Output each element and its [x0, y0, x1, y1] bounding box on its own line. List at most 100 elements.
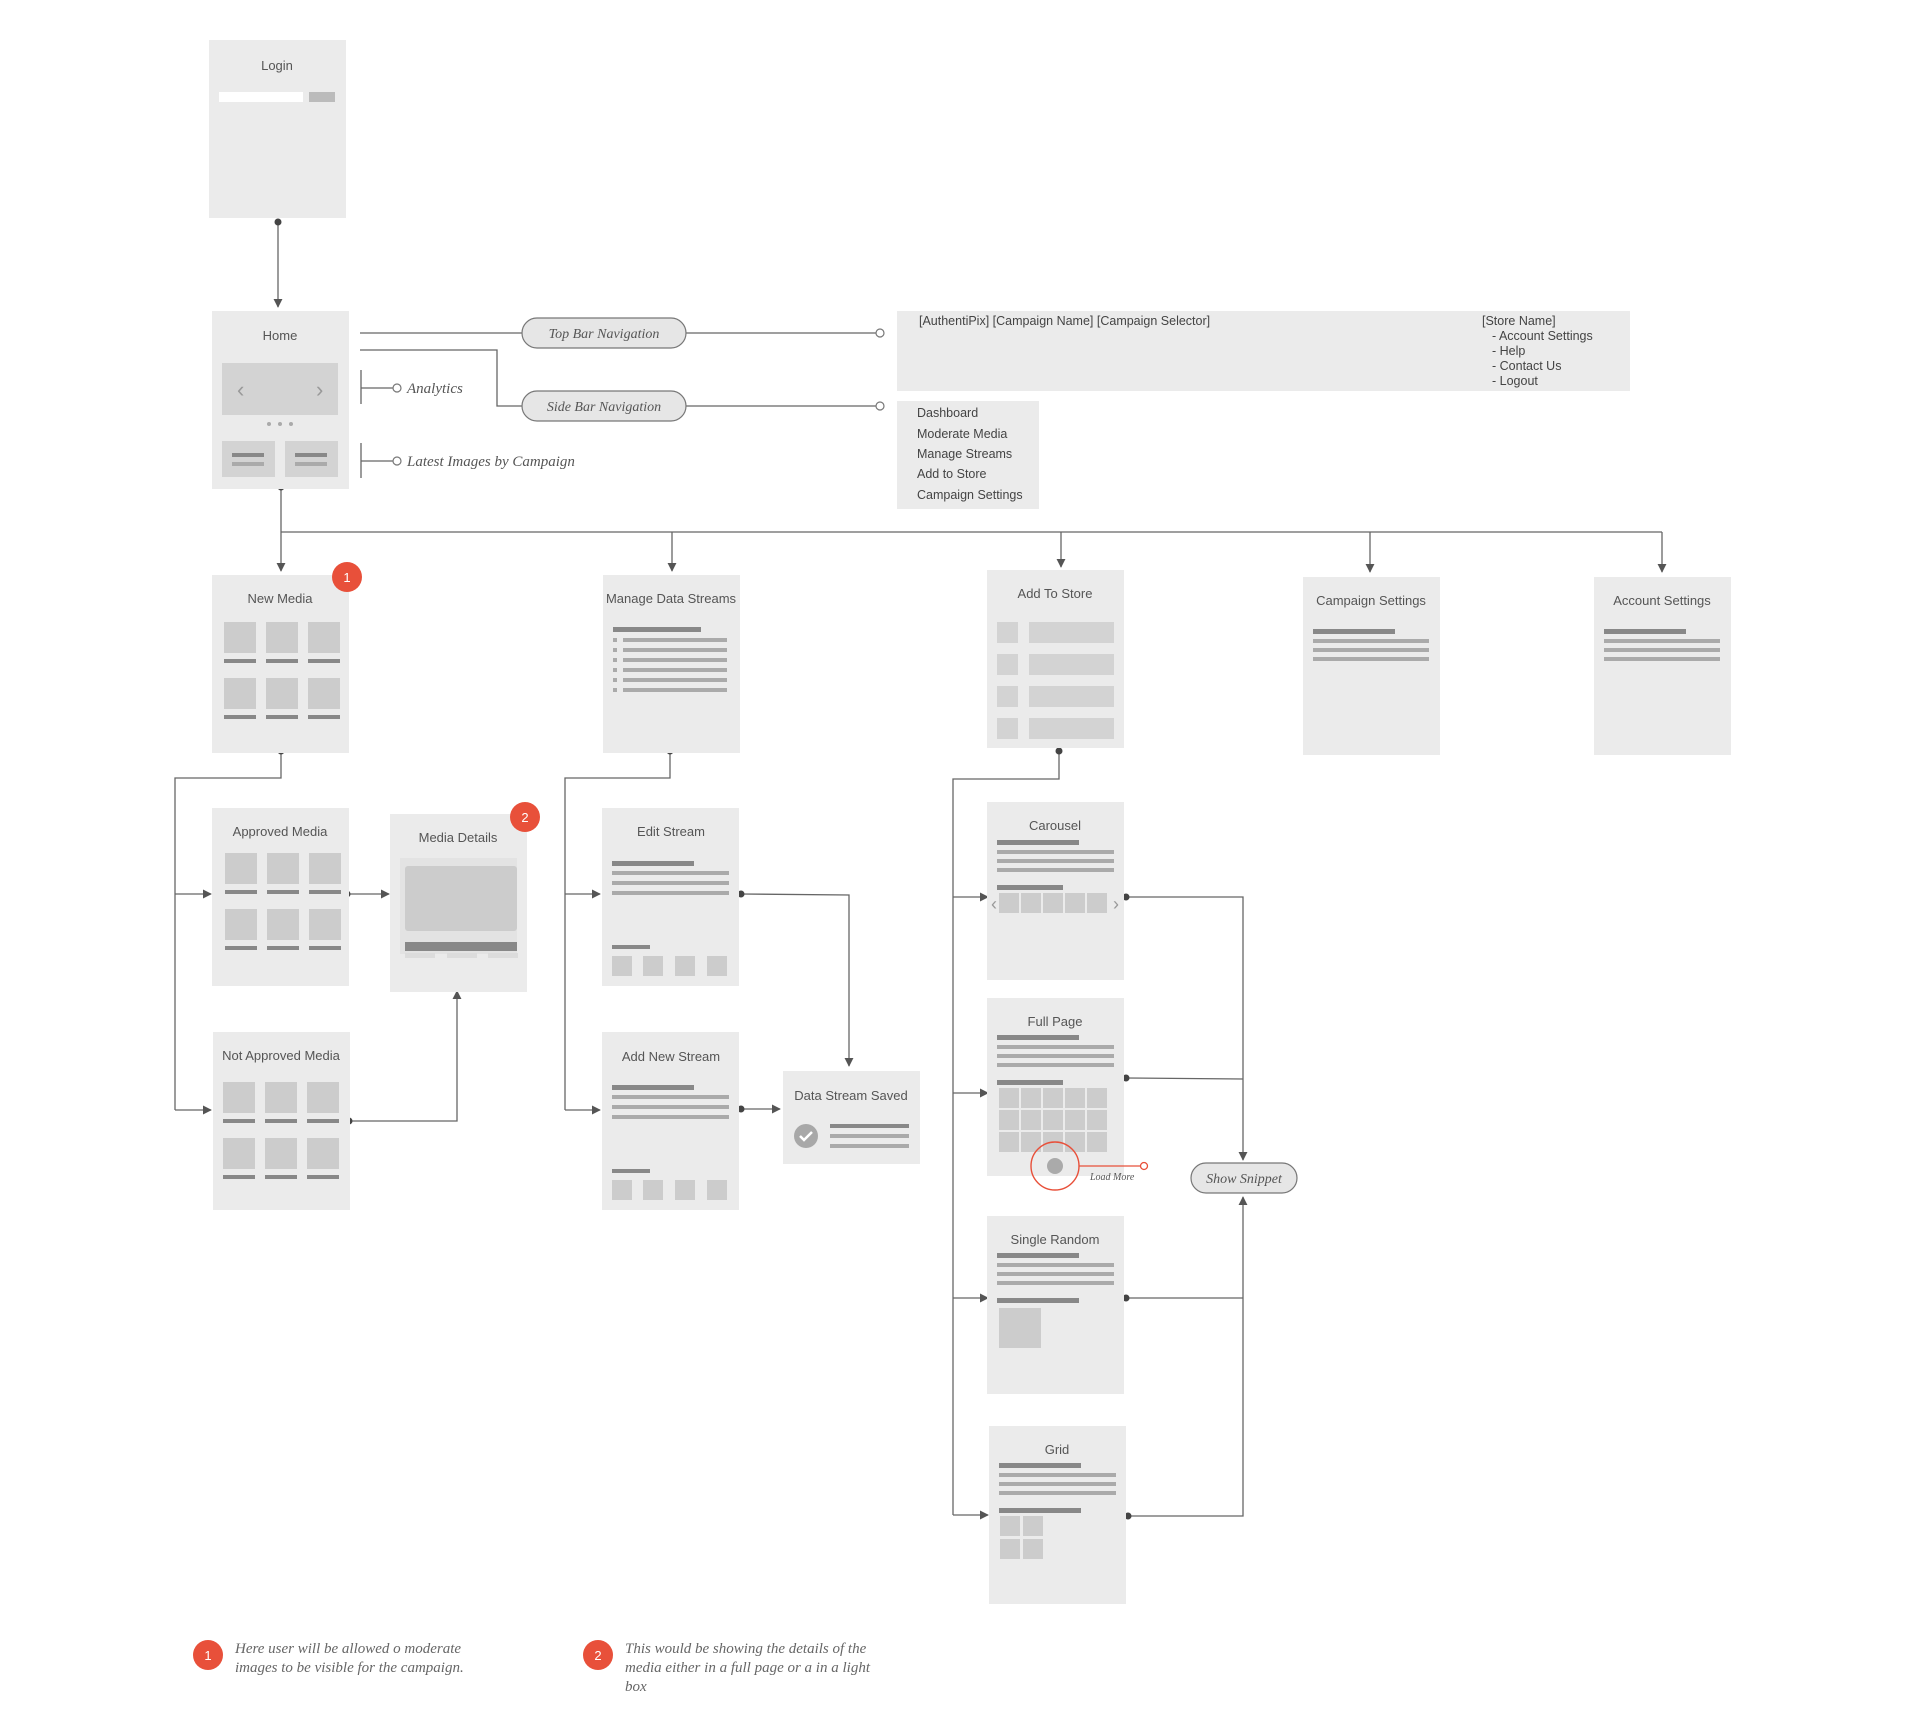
thumb-placeholder [265, 1082, 297, 1113]
thumb-caption-placeholder [267, 946, 299, 950]
pager-dot-icon [289, 422, 293, 426]
footnote-1: 1 Here user will be allowed o moderate i… [193, 1640, 464, 1676]
thumb-placeholder [223, 1138, 255, 1169]
store-thumb-placeholder [997, 686, 1018, 707]
thumb-caption-placeholder [309, 890, 341, 894]
badge-1: 1 [332, 562, 362, 592]
thumb-placeholder [266, 678, 298, 709]
pill-top-bar-navigation: Top Bar Navigation [521, 317, 687, 349]
line-placeholder [623, 668, 727, 672]
bullet-placeholder [613, 688, 617, 692]
media-preview-placeholder [405, 866, 517, 931]
carousel-thumb-placeholder [1021, 893, 1041, 913]
thumb-placeholder [225, 853, 257, 884]
line-placeholder [623, 648, 727, 652]
thumb-placeholder [265, 1138, 297, 1169]
side-menu-item: Campaign Settings [917, 488, 1023, 502]
store-row-placeholder [1029, 654, 1114, 675]
svg-text:images to be visible for the c: images to be visible for the campaign. [235, 1660, 464, 1676]
store-row-placeholder [1029, 686, 1114, 707]
screen-title: Campaign Settings [1316, 593, 1426, 608]
thumb-caption-placeholder [223, 1119, 255, 1123]
badge-2: 2 [510, 802, 540, 832]
thumb-placeholder [266, 622, 298, 653]
grid-thumb-placeholder [1043, 1110, 1063, 1130]
bullet-placeholder [613, 648, 617, 652]
single-image-placeholder [999, 1308, 1041, 1348]
grid-thumb-placeholder [1021, 1110, 1041, 1130]
svg-text:2: 2 [521, 810, 528, 825]
carousel-thumb-placeholder [999, 893, 1019, 913]
screen-title: New Media [247, 591, 313, 606]
connector-edit-saved [740, 893, 854, 1067]
screen-account-settings: Account Settings [1594, 577, 1731, 755]
screen-add-to-store: Add To Store [987, 570, 1124, 748]
screen-title: Account Settings [1613, 593, 1711, 608]
grid-thumb-placeholder [999, 1088, 1019, 1108]
thumb-caption-placeholder [224, 659, 256, 663]
side-menu-item: Add to Store [917, 467, 987, 481]
screen-approved-media: Approved Media [212, 808, 349, 986]
connector-streams-trunk [564, 751, 671, 1110]
line-placeholder [623, 678, 727, 682]
check-icon [799, 1131, 813, 1142]
thumb-caption-placeholder [265, 1175, 297, 1179]
svg-text:1: 1 [343, 570, 350, 585]
carousel-thumb-placeholder [1043, 893, 1063, 913]
load-more-dot-icon [1047, 1158, 1063, 1174]
screen-login: Login [209, 40, 346, 218]
line-placeholder [623, 658, 727, 662]
svg-text:media either in a full page or: media either in a full page or a in a li… [625, 1660, 871, 1676]
pill-side-bar-navigation: Side Bar Navigation [521, 390, 687, 422]
thumb-placeholder [224, 622, 256, 653]
annotation-analytics: Analytics [406, 381, 463, 397]
screen-title: Edit Stream [637, 824, 705, 839]
screen-title: Add New Stream [622, 1049, 720, 1064]
thumb-caption-placeholder [308, 659, 340, 663]
screen-not-approved-media: Not Approved Media [213, 1032, 350, 1210]
screen-title: Login [261, 58, 293, 73]
store-thumb-placeholder [997, 718, 1018, 739]
screen-carousel: Carousel ‹ › [987, 802, 1124, 980]
thumb-caption-placeholder [265, 1119, 297, 1123]
chevron-left-icon: ‹ [237, 377, 244, 402]
grid-thumb-placeholder [1043, 1088, 1063, 1108]
screen-campaign-settings: Campaign Settings [1303, 577, 1440, 755]
thumb-caption-placeholder [266, 715, 298, 719]
screen-title: Carousel [1029, 818, 1081, 833]
pill-show-snippet: Show Snippet [1190, 1162, 1298, 1194]
svg-text:1: 1 [204, 1648, 211, 1663]
screen-title: Data Stream Saved [794, 1088, 907, 1103]
screen-title: Home [263, 328, 298, 343]
store-row-placeholder [1029, 622, 1114, 643]
carousel-thumb-placeholder [1065, 893, 1085, 913]
connectors [174, 222, 1667, 1520]
thumb-caption-placeholder [223, 1175, 255, 1179]
svg-text:Top Bar Navigation: Top Bar Navigation [549, 327, 660, 342]
svg-text:box: box [625, 1679, 647, 1695]
screen-edit-stream: Edit Stream [602, 808, 739, 986]
grid-thumb-placeholder [1065, 1110, 1085, 1130]
chevron-right-icon: › [1113, 894, 1119, 914]
grid-thumb-placeholder [1021, 1132, 1041, 1152]
grid-thumb-placeholder [1087, 1110, 1107, 1130]
svg-text:2: 2 [594, 1648, 601, 1663]
bullet-placeholder [613, 658, 617, 662]
thumb-placeholder [309, 853, 341, 884]
side-menu-item: Moderate Media [917, 427, 1007, 441]
screen-add-new-stream: Add New Stream [602, 1032, 739, 1210]
connector-fullpage-snippet [1125, 1077, 1244, 1080]
grid-thumb-placeholder [999, 1110, 1019, 1130]
side-menu-item: Dashboard [917, 406, 978, 420]
bullet-placeholder [613, 678, 617, 682]
thumb-caption-placeholder [309, 946, 341, 950]
line-placeholder [623, 638, 727, 642]
thumb-caption-placeholder [266, 659, 298, 663]
thumb-caption-placeholder [224, 715, 256, 719]
top-bar-nav-panel: [AuthentiPix] [Campaign Name] [Campaign … [897, 311, 1630, 391]
thumb-placeholder [307, 1138, 339, 1169]
login-button-placeholder [309, 92, 335, 102]
screen-manage-data-streams: Manage Data Streams [603, 575, 740, 753]
check-circle-icon [794, 1124, 818, 1148]
